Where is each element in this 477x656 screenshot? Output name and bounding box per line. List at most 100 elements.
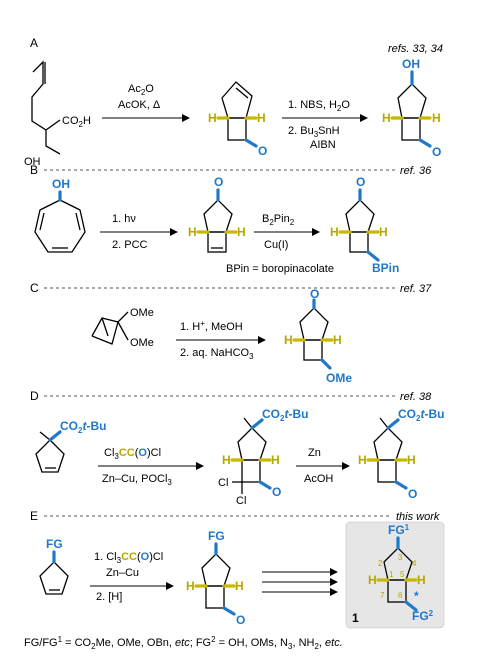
label-oh-a: OH: [24, 156, 41, 168]
target-compound-box: FG1 FG2 H H 1 2 3 4 5 6 7 * 1: [345, 521, 445, 629]
h-d2-right: H: [407, 453, 416, 467]
arrow-b2: B2Pin2 Cu(I): [254, 213, 320, 251]
ring-num-7: 7: [380, 591, 385, 600]
cond-d1-line1: Cl3CC(O)Cl: [104, 447, 161, 461]
footnote: FG/FG1 = CO2Me, OMe, OBn, etc; FG2 = OH,…: [24, 635, 343, 651]
reference-b: ref. 36: [400, 165, 432, 177]
h-a1-right: H: [257, 111, 266, 125]
h-target-left: H: [368, 573, 377, 587]
cond-a1-line1: Ac2O: [128, 83, 154, 97]
tricyclic-ketal-structure: OMe OMe: [91, 307, 154, 349]
h-b2-right: H: [379, 225, 388, 239]
o-a1: O: [258, 144, 267, 158]
cond-b1-line2: 2. PCC: [112, 239, 148, 251]
multistep-arrows: [262, 568, 338, 596]
cond-a2-line2: 2. Bu3SnH: [288, 125, 340, 139]
h-e1-right: H: [235, 579, 244, 593]
o-e1: O: [236, 613, 245, 627]
h-d2-left: H: [358, 453, 367, 467]
cond-d2-line2: AcOH: [304, 473, 333, 485]
cond-a2-line3: AIBN: [310, 139, 336, 151]
label-co2h: CO2H: [62, 115, 91, 129]
o-d2: O: [408, 487, 417, 501]
h-c1-left: H: [284, 333, 293, 347]
hydroxy-ketone-a2: OH H H O: [382, 57, 441, 159]
cond-a2-line1: 1. NBS, H2O: [288, 99, 350, 113]
cond-e1-line3: 2. [H]: [96, 591, 122, 603]
oh-b: OH: [52, 177, 70, 191]
ring-num-1: 1: [389, 570, 394, 579]
section-label-d: D: [30, 389, 39, 403]
co2tbu-d2: CO2t-Bu: [398, 407, 444, 423]
reference-e: this work: [396, 511, 440, 523]
methoxy-ketone-c1: O H H OMe: [284, 287, 352, 385]
cond-b2-line2: Cu(I): [264, 239, 288, 251]
arrow-a1: Ac2O AcOK, Δ: [102, 83, 190, 122]
arrow-a2: 1. NBS, H2O 2. Bu3SnH AIBN: [282, 99, 368, 151]
h-b1-right: H: [237, 225, 246, 239]
h-e1-left: H: [186, 579, 195, 593]
bicyclic-ketone-a1: H H O: [208, 81, 267, 158]
h-a2-left: H: [382, 111, 391, 125]
cyclopentene-ester-structure: CO2t-Bu: [35, 419, 106, 473]
h-b1-left: H: [188, 225, 197, 239]
section-label-e: E: [30, 509, 38, 523]
cond-b2-line1: B2Pin2: [262, 213, 295, 227]
boronate-ketone-b2: O H H BPin: [330, 175, 399, 275]
cl-d1-b: Cl: [236, 495, 246, 507]
dichloro-ketone-d1: CO2t-Bu H H Cl Cl O: [218, 407, 308, 507]
oh-a2: OH: [402, 57, 420, 71]
cond-e1-line2: Zn–Cu: [106, 567, 139, 579]
ring-num-4: 4: [412, 559, 417, 568]
co2tbu-d0: CO2t-Bu: [60, 419, 106, 435]
bicyclic-enone-b1: O H H: [188, 175, 246, 253]
arrow-e1: 1. Cl3CC(O)Cl Zn–Cu 2. [H]: [90, 551, 174, 603]
cond-c1-line1: 1. H+, MeOH: [180, 319, 243, 333]
section-label-b: B: [30, 163, 38, 177]
arrow-b1: 1. hν 2. PCC: [100, 213, 178, 251]
cond-b1-line1: 1. hν: [112, 213, 136, 225]
fg1-label: FG1: [388, 523, 410, 537]
bicyclic-ketone-d2: CO2t-Bu H H O: [358, 407, 444, 501]
compound-number: 1: [352, 611, 359, 625]
arrow-c1: 1. H+, MeOH 2. aq. NaHCO3: [176, 319, 266, 361]
fg-e0: FG: [46, 537, 63, 551]
cond-e1-line1: 1. Cl3CC(O)Cl: [94, 551, 163, 565]
cond-d1-line2: Zn–Cu, POCl3: [102, 473, 172, 487]
section-label-c: C: [30, 281, 39, 295]
arrow-d2: Zn AcOH: [296, 447, 350, 485]
h-d1-right: H: [271, 453, 280, 467]
o-c1: O: [310, 287, 319, 301]
cl-d1-a: Cl: [218, 477, 228, 489]
reference-c: ref. 37: [400, 283, 432, 295]
h-a1-left: H: [208, 111, 217, 125]
cond-c1-line2: 2. aq. NaHCO3: [180, 347, 254, 361]
reference-a: refs. 33, 34: [388, 43, 443, 55]
co2tbu-d1: CO2t-Bu: [262, 407, 308, 423]
cond-d2-line1: Zn: [308, 447, 321, 459]
h-d1-left: H: [222, 453, 231, 467]
ring-num-6: 6: [398, 591, 403, 600]
fg-e1: FG: [208, 529, 225, 543]
h-c1-right: H: [333, 333, 342, 347]
bpin-b2: BPin: [372, 261, 399, 275]
o-d1: O: [272, 485, 281, 499]
o-b1: O: [214, 175, 223, 189]
h-b2-left: H: [330, 225, 339, 239]
hexenoic-acid-structure: CO2H OH: [24, 60, 91, 168]
ome-c-bottom: OMe: [130, 337, 154, 349]
ring-num-5: 5: [400, 570, 405, 579]
ome-c1: OMe: [326, 371, 352, 385]
cycloheptatrienol-structure: OH: [34, 177, 86, 253]
ring-num-3: 3: [398, 553, 403, 562]
bpin-note: BPin = boropinacolate: [226, 263, 334, 275]
h-a2-right: H: [432, 111, 441, 125]
fg-bicyclic-ketone-e1: FG H H O: [186, 529, 245, 627]
o-b2: O: [356, 175, 365, 189]
ome-c-top: OMe: [130, 307, 154, 319]
ring-num-2: 2: [378, 559, 383, 568]
arrow-d1: Cl3CC(O)Cl Zn–Cu, POCl3: [98, 447, 204, 487]
o-a2: O: [432, 145, 441, 159]
stereocenter-star: *: [414, 589, 419, 603]
